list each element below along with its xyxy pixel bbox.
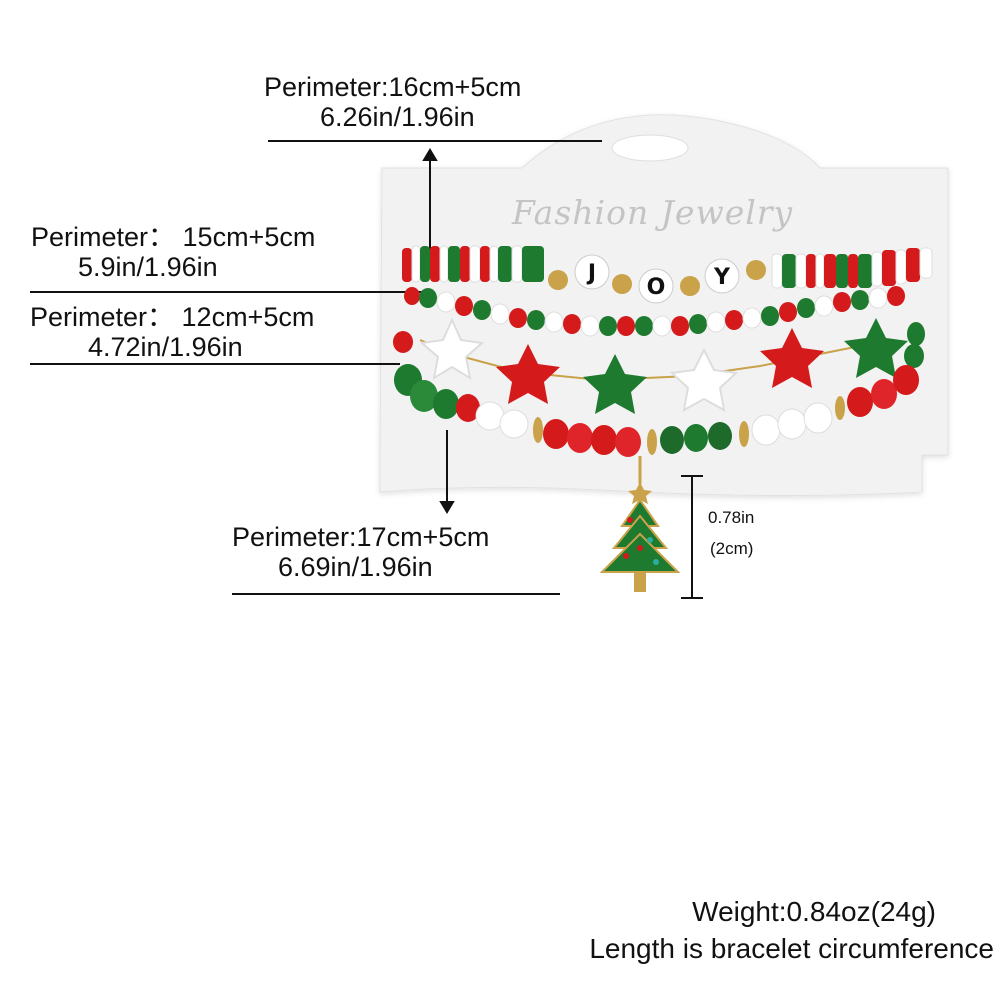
length-note: Length is bracelet circumference <box>589 933 994 964</box>
bracelet-stars <box>393 317 925 414</box>
star-bead-green-2 <box>844 318 908 378</box>
star-bead-red-2 <box>760 328 824 388</box>
bead-letter-y: Y <box>713 265 731 290</box>
hanger-hole <box>611 134 689 162</box>
bead-letter-j: J <box>586 261 596 286</box>
measure-4-inches: 6.69in/1.96in <box>278 552 433 582</box>
star-bead-green-1 <box>583 354 647 414</box>
measure-1-inches: 6.26in/1.96in <box>320 102 475 132</box>
measure-3-inches: 4.72in/1.96in <box>88 332 243 362</box>
measure-1-perimeter: Perimeter:16cm+5cm <box>264 72 522 102</box>
measure-3-perimeter: Perimeter： 12cm+5cm <box>30 302 315 332</box>
star-bead-white-1 <box>419 317 485 381</box>
bracelet-joy: J O Y <box>402 245 933 304</box>
arrow-top-head <box>422 148 438 161</box>
display-card <box>379 114 949 497</box>
charm-size-cm: (2cm) <box>710 539 754 558</box>
bracelet-seed-beads <box>404 286 905 337</box>
measurement-lines <box>30 140 703 599</box>
charm-size-inches: 0.78in <box>708 508 755 527</box>
bracelet-crystals <box>394 364 919 457</box>
measure-4-perimeter: Perimeter:17cm+5cm <box>232 522 490 552</box>
measure-2-perimeter: Perimeter： 15cm+5cm <box>31 222 316 252</box>
christmas-tree-charm <box>599 456 681 592</box>
bead-letter-o: O <box>647 275 666 300</box>
measure-2-inches: 5.9in/1.96in <box>78 252 218 282</box>
weight-text: Weight:0.84oz(24g) <box>692 896 936 927</box>
star-bead-red-1 <box>496 344 560 404</box>
star-bead-white-2 <box>669 347 739 412</box>
card-brand-text: Fashion Jewelry <box>512 193 794 232</box>
arrow-bottom-head <box>439 501 455 514</box>
